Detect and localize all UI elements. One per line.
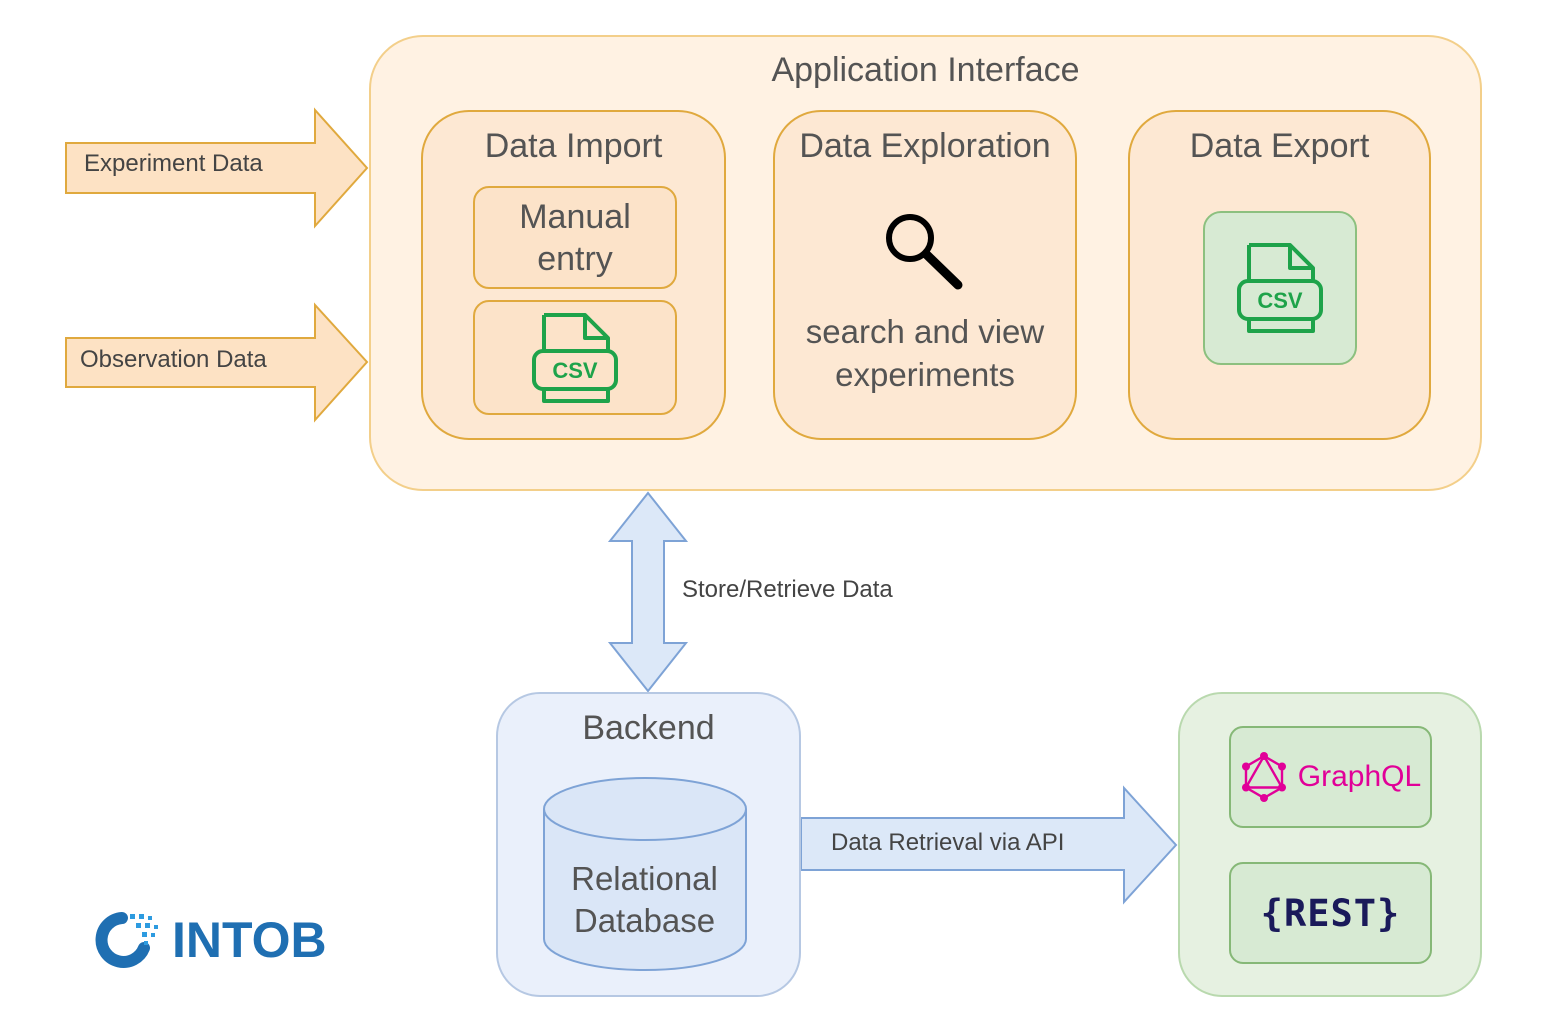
intob-logo: INTOB bbox=[92, 905, 372, 975]
store-retrieve-label: Store/Retrieve Data bbox=[682, 576, 893, 603]
csv-file-icon: CSV bbox=[532, 312, 618, 403]
backend-title: Backend bbox=[582, 708, 715, 747]
data-exploration-title: Data Exploration bbox=[799, 126, 1051, 165]
graphql-icon bbox=[1241, 752, 1286, 802]
data-retrieval-arrow bbox=[800, 785, 1178, 905]
csv-file-icon: CSV bbox=[1237, 243, 1323, 333]
database-name: Relational Database bbox=[571, 860, 718, 939]
experiment-data-arrow bbox=[65, 107, 369, 229]
relational-database-label: Relational Database bbox=[543, 855, 746, 945]
observation-data-label: Observation Data bbox=[80, 346, 267, 373]
data-retrieval-label: Data Retrieval via API bbox=[831, 829, 1065, 856]
intob-logo-text: INTOB bbox=[172, 912, 327, 968]
store-retrieve-arrow bbox=[607, 491, 689, 693]
rest-label: {REST} bbox=[1260, 891, 1401, 935]
application-interface-title: Application Interface bbox=[771, 50, 1080, 89]
manual-entry-label: Manual entry bbox=[519, 197, 631, 278]
import-csv-box[interactable]: CSV bbox=[473, 300, 677, 415]
graphql-label: GraphQL bbox=[1297, 760, 1422, 793]
graphql-box[interactable]: GraphQL bbox=[1229, 726, 1432, 828]
export-csv-box[interactable]: CSV bbox=[1203, 211, 1357, 365]
data-export-title: Data Export bbox=[1189, 126, 1370, 165]
intob-logo-icon bbox=[95, 912, 158, 968]
manual-entry-box[interactable]: Manual entry bbox=[473, 186, 677, 289]
export-csv-text: CSV bbox=[1257, 288, 1303, 313]
database-icon bbox=[543, 777, 747, 971]
experiment-data-label: Experiment Data bbox=[84, 150, 263, 177]
rest-box[interactable]: {REST} bbox=[1229, 862, 1432, 964]
import-csv-text: CSV bbox=[552, 358, 598, 383]
observation-data-arrow bbox=[65, 302, 369, 423]
data-import-title: Data Import bbox=[484, 126, 663, 165]
data-exploration-section[interactable] bbox=[773, 110, 1077, 440]
exploration-description: search and view experiments bbox=[805, 313, 1045, 393]
search-and-view-experiments-text: search and view experiments bbox=[773, 308, 1077, 398]
magnifier-icon bbox=[886, 214, 963, 290]
